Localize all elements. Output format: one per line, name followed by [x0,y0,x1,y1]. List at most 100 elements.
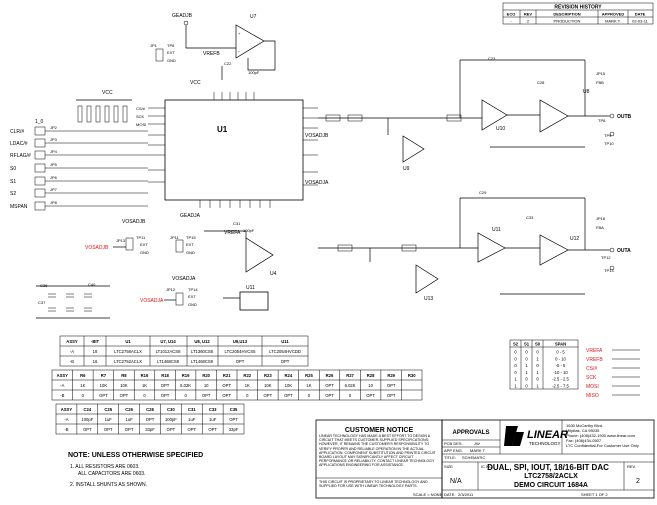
tp9-label: TP9 [604,133,612,138]
assy1-cell: LT1360CS8 [191,349,214,354]
svg-text:100pF: 100pF [243,228,255,233]
assy2-cell: 1K [142,383,147,388]
channel-b-output: U9 U10 U8 OUTB TP8 TP9 TP10 JP15 FBB C23… [318,56,632,172]
assy2-cell: 1K [306,383,311,388]
svg-text:C23: C23 [488,56,496,61]
span-cell: 0 [514,350,517,355]
assy1-cell: -A [70,349,74,354]
span-cell: 1 [514,384,517,389]
span-cell: 0 - 5 [556,350,565,355]
assy3-cell: OPT [83,427,92,432]
signal-sck: SCK [586,375,597,381]
u11-body [239,291,269,311]
svg-text:JP12: JP12 [166,287,176,292]
svg-text:C33: C33 [526,215,534,220]
pin-ldac: LDAC/# [10,141,28,147]
svg-text:JP13: JP13 [116,238,126,243]
customer-notice-body: LINEAR TECHNOLOGY HAS MADE A BEST EFFORT… [319,434,436,468]
jumper-1-0-label: 1_0 [35,119,44,125]
assy3-header: C26 [125,407,133,412]
assy2-cell: OPT [325,383,334,388]
rev-description: PRODUCTION [554,19,581,24]
svg-text:C22: C22 [224,61,232,66]
title-block: APPROVALS PCB DES. JW APP ENG. MARK T. L… [413,419,655,499]
assy3-cell: 33pF [145,427,155,432]
signal-vrefa: VREFA [586,348,603,354]
pin-clr: CLR/# [10,129,24,135]
span-cell: 1 [525,363,528,368]
span-cell: 0 [514,363,517,368]
span-cell: -2.5 - 7.5 [552,384,569,389]
address-line-3: Phone: (408)432-1900 www.linear.com [566,433,636,438]
assy1-header: U11 [281,339,289,344]
jp6-label: JP6 [50,175,58,180]
assy2-header: R27 [346,373,354,378]
vosadj-jumpers: VOSADJB JP13 TP11 EXT GND VOSADJB VOSADJ… [85,219,198,307]
u7-label: U7 [250,14,257,20]
linear-logo: LINEAR TECHNOLOGY [504,426,568,446]
assy2-header: R21 [223,373,231,378]
u10-opamp [481,99,508,131]
title-value: SCHEMATIC [462,455,485,460]
assy1-cell: LT1468CS8 [191,359,214,364]
assy1-cell: LT1468CS8 [157,359,180,364]
sheet-number: SHEET 1 OF 2 [581,492,608,497]
svg-text:C36: C36 [40,283,48,288]
assy2-header: R26 [326,373,334,378]
date-label: DATE: [444,492,455,497]
assy3-cell: 100pF [81,417,93,422]
geadja-ext-label: EXT [186,242,194,247]
assy2-header: R18 [161,373,169,378]
approvals-title: APPROVALS [453,430,490,436]
assy2-cell: 10K [264,383,272,388]
jp2-label: JP2 [50,125,58,130]
assy1-header: U9,U13 [233,339,248,344]
svg-text:C29: C29 [479,190,487,195]
assy3-header: C33 [209,407,217,412]
assy1-cell: OPT [281,359,290,364]
assy2-cell: 10K [120,383,128,388]
span-cell: 0 [536,350,539,355]
assy3-cell: 1uF [209,417,217,422]
geadjb-label: GEADJB [172,13,193,19]
rev-col-approved: APPROVED [602,12,625,17]
note-1: 1. ALL RESISTORS ARE 0603. [70,464,139,470]
assy2-cell: OPT [161,393,170,398]
assy2-cell: OPT [99,393,108,398]
geadja-gnd-label: GND [186,250,195,255]
span-cell: 1 [536,370,539,375]
geadja-label: GEADJA [180,213,201,219]
span-cell: -5 - 5 [556,363,566,368]
assy3-cell: 1uF [188,417,196,422]
u13-opamp [415,264,439,294]
span-cell: 1 [525,370,528,375]
svg-text:CS/#: CS/# [136,106,146,111]
pin-mspan: MSPAN [10,204,28,210]
assy3-header: C30 [167,407,175,412]
assy2-cell: OPT [202,393,211,398]
assy3-cell: OPT [187,427,196,432]
assy1-cell: 18 [93,349,98,354]
jp7-label: JP7 [50,187,58,192]
decoupling-caps: C36 C40 C37 [36,282,110,319]
svg-text:−: − [238,49,241,54]
jp5-label: JP5 [50,162,58,167]
vcc-label-u1: VCC [190,80,201,86]
assy2-cell: OPT [387,393,396,398]
span-header: S1 [524,342,530,347]
assy1-cell: LTC2758ACLX [114,349,142,354]
vrefb-label: VREFB [203,51,220,57]
assy3-cell: OPT [208,427,217,432]
assy2-cell: 0 [246,393,249,398]
vosadja-net-label: VOSADJA [305,180,329,186]
main-title: DUAL, SPI, IOUT, 18/16-BIT DAC [487,463,609,472]
assy2-cell: 1K [80,383,85,388]
vosadjb-input-label: VOSADJB [85,245,109,251]
size-label: SIZE [444,464,453,469]
assy2-header: R16 [141,373,149,378]
geadjb-section: GEADJB JP1 TP6 EXT GND VREFB U7 + − C22 … [150,13,276,80]
rev-date: 02-03-11 [632,19,648,24]
span-cell: 0 [525,356,528,361]
